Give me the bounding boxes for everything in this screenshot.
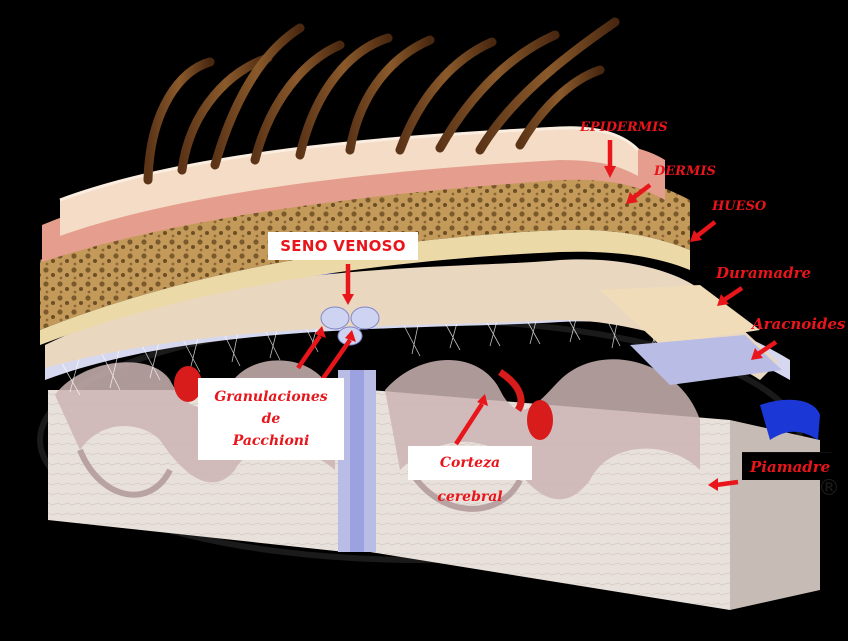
label-epidermis: EPIDERMIS [580, 120, 668, 135]
label-granulaciones-line3: Pacchioni [198, 430, 344, 452]
label-seno-venoso: SENO VENOSO [268, 232, 418, 260]
label-hueso: HUESO [712, 199, 766, 214]
label-granulaciones-line1: Granulaciones [198, 386, 344, 408]
label-corteza: Corteza cerebral [408, 446, 532, 480]
label-granulaciones-line2: de [198, 408, 344, 430]
label-aracnoides: Aracnoides [752, 315, 845, 333]
arrow-hueso [697, 222, 715, 236]
arrow-granulacion-1 [298, 336, 320, 368]
label-duramadre: Duramadre [716, 264, 811, 282]
arrow-piamadre [716, 482, 738, 485]
watermark-registered: ® [818, 476, 840, 501]
brain-block [48, 359, 820, 610]
arrow-duramadre [724, 288, 742, 300]
red-vessel-right [527, 400, 553, 440]
label-granulaciones: Granulaciones de Pacchioni [198, 378, 344, 460]
label-dermis: DERMIS [654, 164, 716, 179]
